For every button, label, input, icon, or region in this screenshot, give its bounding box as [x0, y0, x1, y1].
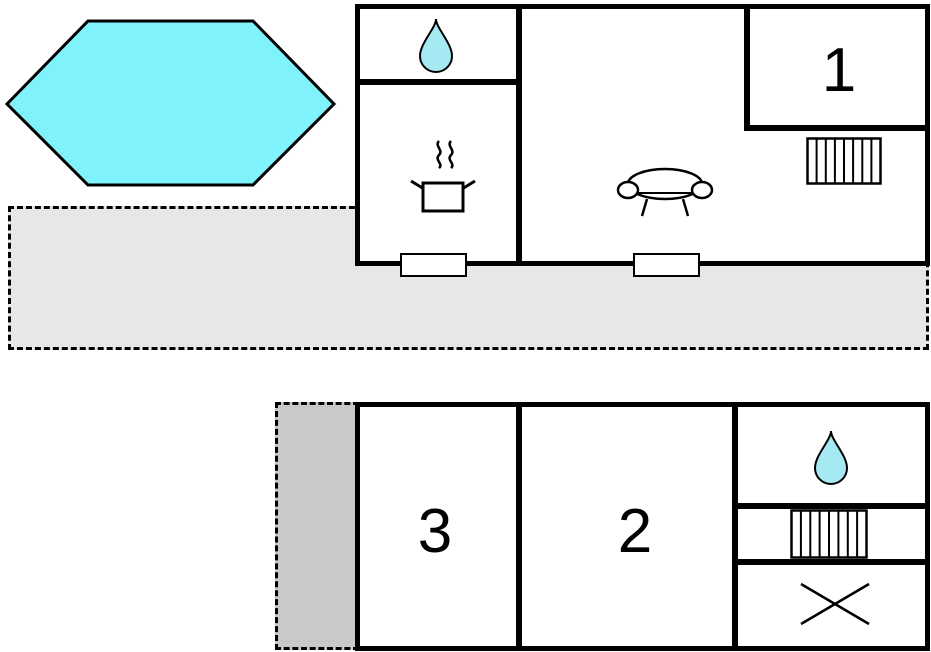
- wall-room1-left: [744, 9, 750, 131]
- wall-kitchen-living: [516, 9, 522, 261]
- wall-bathroom-bottom: [360, 79, 522, 85]
- wall-room2-right: [732, 407, 738, 646]
- stair-steps: [799, 510, 859, 558]
- wall-room1-bottom: [744, 125, 925, 131]
- cross-icon: [800, 582, 870, 626]
- sofa-armrest: [690, 180, 714, 200]
- steam-line: [448, 140, 454, 169]
- wall-room3-room2: [516, 407, 522, 646]
- cross-line: [800, 582, 870, 626]
- building-lower: 3 2: [355, 402, 930, 651]
- room-3-label: 3: [417, 497, 453, 566]
- building-upper: 1: [355, 4, 930, 266]
- pool: [4, 19, 337, 187]
- wall-bathroom-lower-bottom: [732, 503, 925, 509]
- water-drop-icon: [418, 18, 454, 73]
- pool-shape: [4, 19, 337, 187]
- sofa-leg: [681, 198, 690, 217]
- room-1-label: 1: [821, 36, 857, 105]
- room-2-label: 2: [617, 497, 653, 566]
- steam-line: [436, 140, 442, 169]
- stair-steps: [815, 138, 873, 184]
- window: [633, 253, 700, 277]
- sofa-leg: [640, 198, 649, 217]
- wall-stairs-lower-bottom: [732, 559, 925, 565]
- sofa-icon: [616, 167, 714, 217]
- pot-body: [421, 181, 465, 213]
- cooking-pot-icon: [410, 140, 476, 213]
- water-drop-icon: [813, 430, 849, 485]
- stairs-icon: [790, 509, 868, 559]
- terrace-lower: [275, 402, 359, 650]
- water-drop-shape: [418, 18, 454, 73]
- stairs-icon: [806, 137, 882, 185]
- sofa-armrest: [616, 180, 640, 200]
- window: [400, 253, 467, 277]
- water-drop-shape: [813, 430, 849, 485]
- sofa-body: [626, 167, 704, 201]
